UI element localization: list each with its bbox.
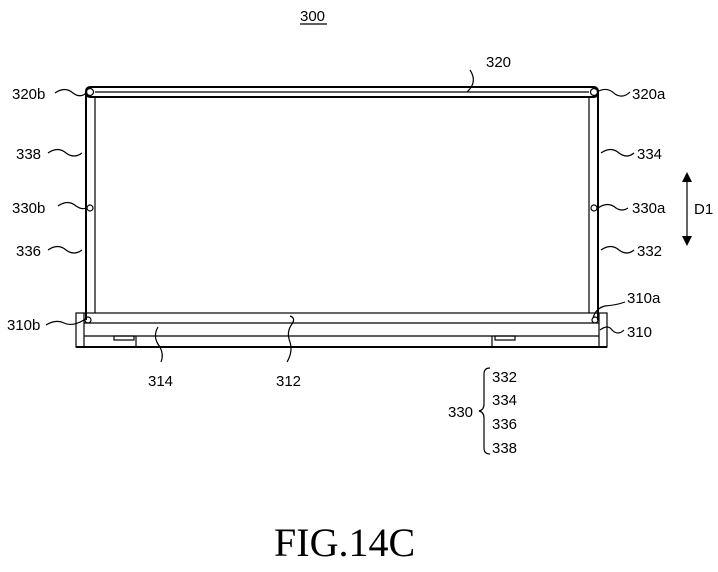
label-314: 314 — [148, 373, 173, 390]
top-bar-320 — [85, 86, 599, 98]
figure-caption: FIG.14C — [274, 520, 415, 565]
label-330b: 330b — [12, 200, 45, 217]
right-frame — [588, 92, 599, 320]
pivot-joints — [84, 87, 599, 324]
direction-arrow-d1 — [682, 172, 692, 246]
figure-number: 300 — [300, 8, 325, 25]
label-338: 338 — [16, 146, 41, 163]
label-330a: 330a — [632, 200, 666, 217]
label-320b: 320b — [12, 86, 45, 103]
leader-lines — [45, 69, 635, 363]
label-310a: 310a — [627, 290, 661, 307]
label-312: 312 — [276, 373, 301, 390]
group-330-item: 332 — [492, 369, 517, 386]
label-334: 334 — [637, 146, 662, 163]
label-330: 330 — [448, 404, 473, 421]
label-d1: D1 — [694, 201, 713, 218]
label-320a: 320a — [632, 86, 666, 103]
label-332: 332 — [637, 243, 662, 260]
label-320: 320 — [486, 54, 511, 71]
label-336: 336 — [16, 243, 41, 260]
group-330-item: 338 — [492, 440, 517, 457]
label-310: 310 — [627, 324, 652, 341]
base-310 — [75, 312, 608, 348]
brace — [478, 367, 491, 455]
left-frame — [85, 92, 96, 320]
group-330-item: 334 — [492, 392, 517, 409]
label-310b: 310b — [7, 317, 40, 334]
group-330-item: 336 — [492, 416, 517, 433]
